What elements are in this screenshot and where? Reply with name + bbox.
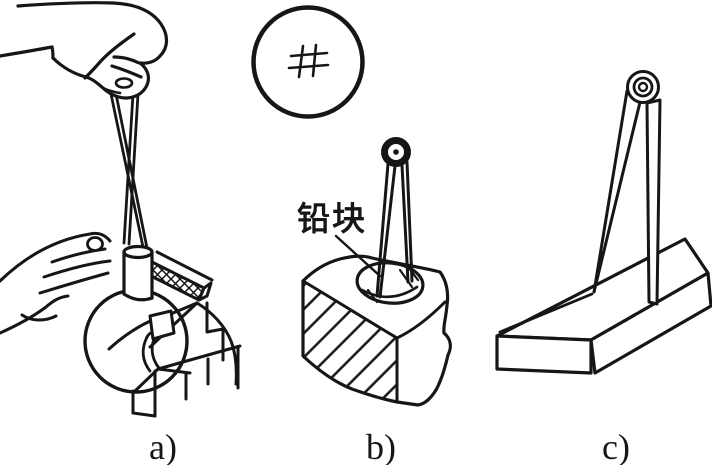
stone-front-face [589, 271, 712, 375]
magnifier-circle [251, 5, 365, 119]
panel-captions: a) b) c) [149, 427, 630, 465]
caption-c: c) [602, 427, 630, 465]
caption-b: b) [366, 427, 396, 465]
oilstone-block [495, 237, 712, 375]
dividers-b [375, 137, 414, 299]
right-leg [645, 98, 662, 306]
stone-left-face [495, 334, 593, 375]
lead-block [301, 254, 452, 407]
leader-line [334, 234, 382, 278]
figure-b-lead-block: 铅块 [297, 137, 452, 407]
left-leg [592, 89, 643, 294]
thumb-line [83, 32, 136, 80]
honing-stroke-line [498, 292, 594, 334]
crosshatch-mark-icon [287, 43, 330, 79]
hinge-head [626, 70, 660, 104]
caption-a: a) [149, 427, 177, 465]
grinder-machine [83, 244, 242, 418]
grinding-wheel [83, 288, 189, 394]
dividers-c [592, 70, 662, 306]
twirling-hand [0, 1, 169, 100]
figure-a-sharpening-on-grinder [0, 1, 242, 418]
figure-c-oilstone [495, 70, 712, 375]
thumbnail [114, 77, 134, 89]
detail-view-circle [251, 5, 365, 119]
fingertip [86, 236, 104, 252]
section-hatch-face [303, 281, 397, 402]
lead-block-label: 铅块 [297, 202, 367, 238]
supporting-hand [0, 231, 112, 335]
tool-rest [148, 309, 176, 341]
divider-legs-a [109, 92, 149, 250]
